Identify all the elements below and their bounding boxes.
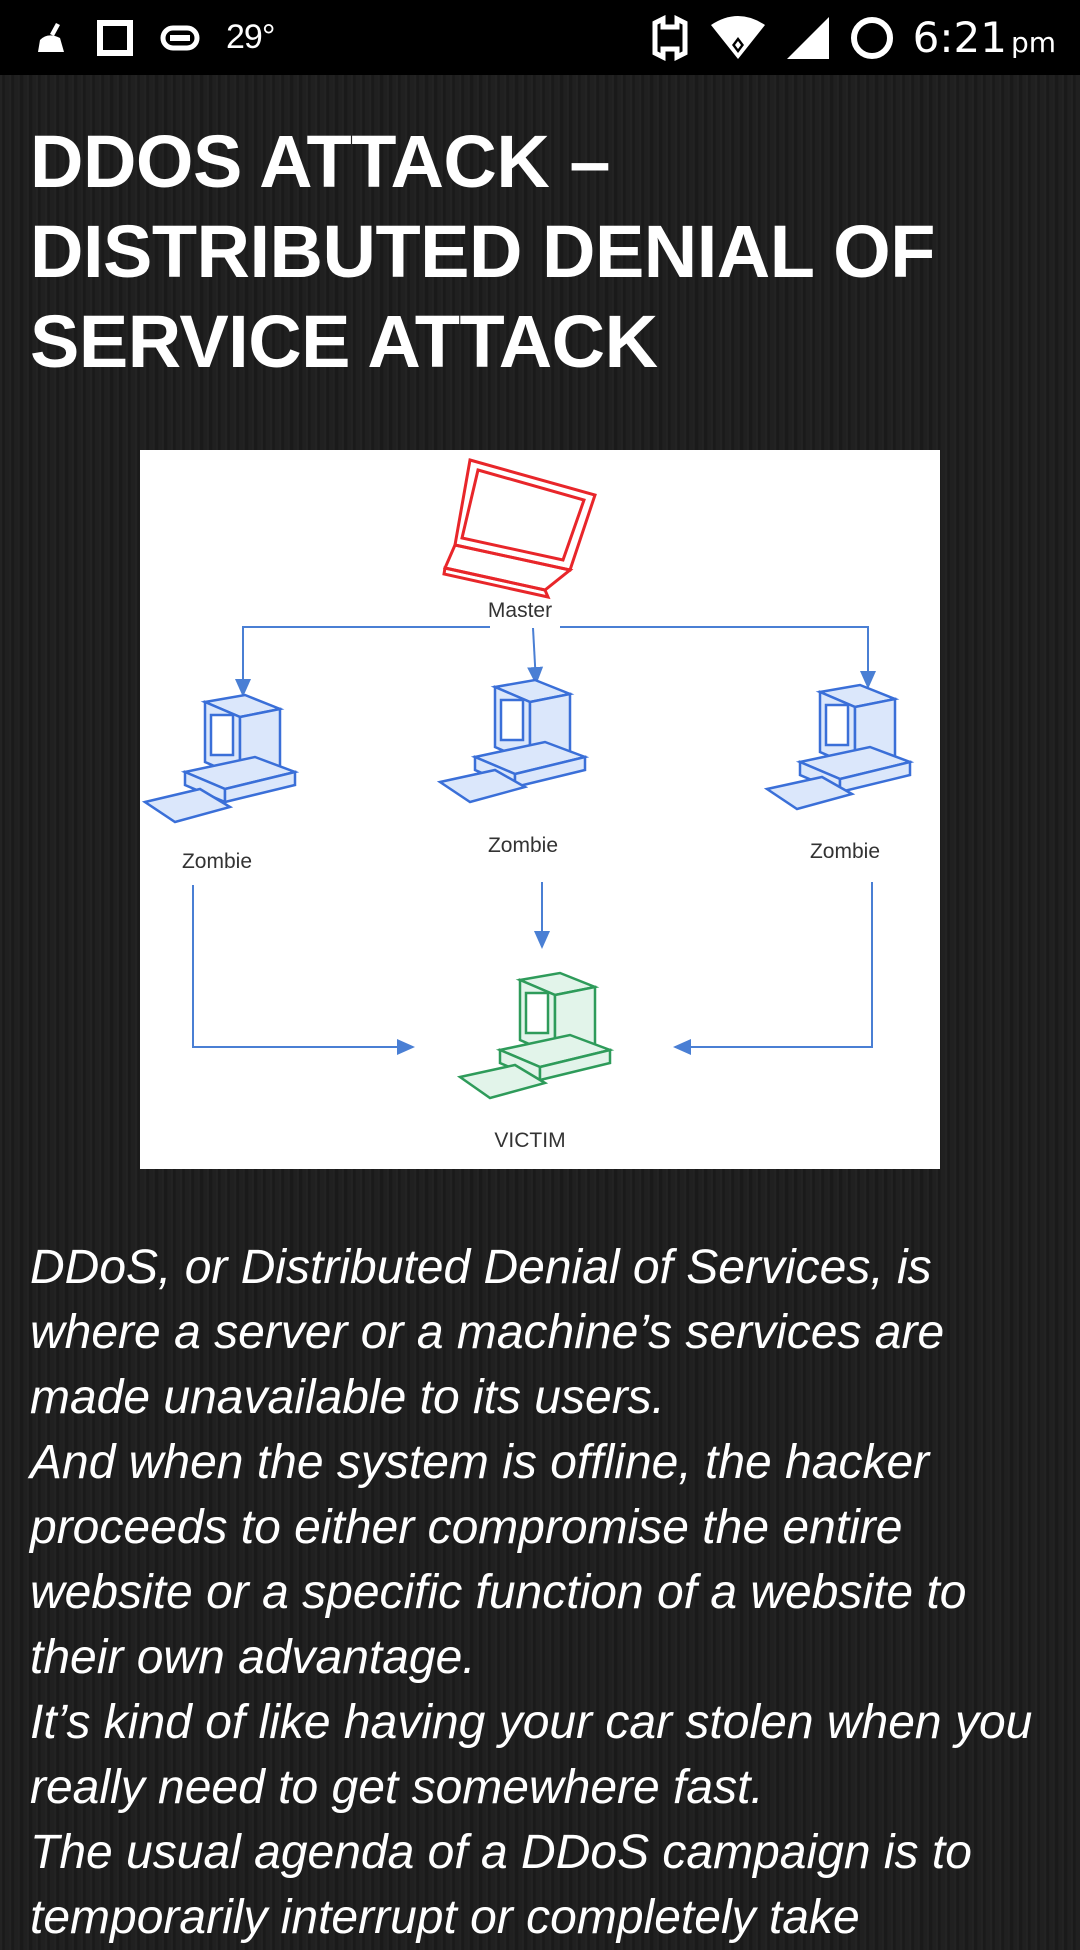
paragraph: The usual agenda of a DDoS campaign is t… [30, 1826, 972, 1944]
nfc-icon [649, 14, 691, 61]
wifi-icon [709, 15, 767, 61]
article-body: DDoS, or Distributed Denial of Services,… [30, 1235, 1060, 1950]
master-arrows [235, 626, 876, 697]
paragraph: DDoS, or Distributed Denial of Services,… [30, 1241, 945, 1424]
victim-label: VICTIM [494, 1129, 565, 1152]
master-laptop-icon [442, 458, 597, 600]
signal-icon [785, 15, 831, 61]
zombie-left-label: Zombie [182, 850, 252, 873]
battery-saver-icon [160, 23, 200, 53]
circle-icon [849, 15, 895, 61]
zombie-right-computer-icon [763, 683, 915, 811]
temperature: 29° [226, 18, 275, 56]
time: 6:21 [912, 13, 1007, 62]
master-label: Master [488, 599, 552, 622]
paragraph: It’s kind of like having your car stolen… [30, 1696, 1033, 1814]
zombie-left-computer-icon [141, 693, 300, 824]
square-icon [96, 19, 134, 57]
ddos-diagram: Master Zombie Zo [140, 450, 940, 1169]
zombie-center-label: Zombie [488, 834, 558, 857]
article: DDOS ATTACK – DISTRIBUTED DENIAL OF SERV… [30, 75, 1055, 387]
zombie-center-computer-icon [436, 678, 590, 804]
article-title: DDOS ATTACK – DISTRIBUTED DENIAL OF SERV… [30, 120, 935, 383]
paragraph: And when the system is offline, the hack… [30, 1436, 967, 1684]
zombie-right-label: Zombie [810, 840, 880, 863]
ampm: pm [1010, 26, 1056, 59]
broom-icon [34, 20, 70, 56]
victim-computer-icon [456, 971, 615, 1100]
victim-arrows [192, 882, 873, 1055]
